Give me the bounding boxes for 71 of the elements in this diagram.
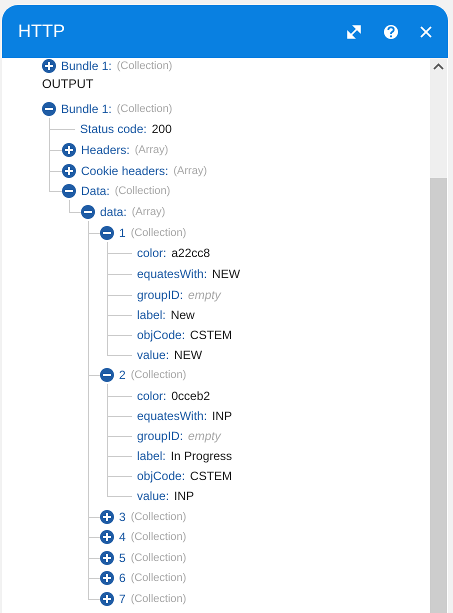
field-key: value: bbox=[137, 489, 170, 503]
field-type: (Array) bbox=[173, 165, 207, 177]
field-type: (Collection) bbox=[130, 369, 186, 381]
field-value: empty bbox=[188, 429, 221, 443]
field-key: 1 bbox=[119, 226, 126, 240]
field-value: empty bbox=[188, 288, 221, 302]
field-key: 5 bbox=[119, 551, 126, 565]
tree-connector-line bbox=[69, 200, 82, 213]
tree-row bbox=[100, 590, 186, 608]
field-type: (Collection) bbox=[114, 185, 170, 197]
field-key: equatesWith: bbox=[137, 409, 208, 423]
field-value: a22cc8 bbox=[171, 246, 210, 260]
tree-row bbox=[42, 57, 172, 75]
tree-row bbox=[100, 366, 186, 384]
tree-connector-line bbox=[49, 118, 62, 192]
tree-row bbox=[81, 203, 166, 221]
tree-connector-line bbox=[107, 242, 132, 356]
tree-row bbox=[100, 508, 186, 526]
tree-row bbox=[100, 224, 186, 242]
field-value: 0cceb2 bbox=[171, 389, 210, 403]
field-key: data: bbox=[100, 205, 127, 219]
field-type: (Collection) bbox=[130, 593, 186, 605]
field-value: In Progress bbox=[170, 449, 232, 463]
field-type: (Collection) bbox=[130, 511, 186, 523]
field-key: Bundle 1: bbox=[61, 102, 112, 116]
field-key: groupID: bbox=[137, 288, 184, 302]
field-value: INP bbox=[174, 489, 194, 503]
field-value: NEW bbox=[174, 348, 202, 362]
field-key: color: bbox=[137, 389, 166, 403]
field-type: (Collection) bbox=[130, 531, 186, 543]
field-type: (Collection) bbox=[116, 60, 172, 72]
field-key: Data: bbox=[81, 184, 110, 198]
field-key: label: bbox=[137, 449, 166, 463]
tree-connector-line bbox=[107, 384, 132, 497]
field-key: label: bbox=[137, 308, 166, 322]
field-type: (Collection) bbox=[130, 227, 186, 239]
field-key: 2 bbox=[119, 368, 126, 382]
tree-row bbox=[62, 162, 207, 180]
tree-row bbox=[42, 100, 172, 118]
tree-row bbox=[62, 182, 170, 200]
tree-row bbox=[100, 569, 186, 587]
field-key: Bundle 1: bbox=[61, 59, 112, 73]
section-heading: OUTPUT bbox=[42, 77, 94, 91]
field-key: objCode: bbox=[137, 469, 186, 483]
dialog-title: HTTP bbox=[18, 21, 65, 42]
field-type: (Collection) bbox=[130, 552, 186, 564]
field-key: 6 bbox=[119, 571, 126, 585]
field-value: 200 bbox=[152, 122, 172, 136]
field-key: Headers: bbox=[81, 143, 130, 157]
field-key: Status code: bbox=[80, 122, 147, 136]
field-key: Cookie headers: bbox=[81, 164, 168, 178]
field-key: objCode: bbox=[137, 328, 186, 342]
field-value: INP bbox=[212, 409, 232, 423]
field-type: (Collection) bbox=[130, 572, 186, 584]
tree-row bbox=[62, 141, 168, 159]
tree-row bbox=[100, 549, 186, 567]
field-type: (Array) bbox=[134, 144, 168, 156]
field-key: groupID: bbox=[137, 429, 184, 443]
field-type: (Array) bbox=[132, 206, 166, 218]
field-key: color: bbox=[137, 246, 166, 260]
field-value: New bbox=[170, 308, 195, 322]
field-key: value: bbox=[137, 348, 170, 362]
field-type: (Collection) bbox=[116, 103, 172, 115]
field-key: 3 bbox=[119, 510, 126, 524]
field-key: 4 bbox=[119, 530, 126, 544]
tree-row bbox=[100, 528, 186, 546]
field-value: NEW bbox=[212, 267, 240, 281]
field-value: CSTEM bbox=[190, 469, 232, 483]
field-key: 7 bbox=[119, 592, 126, 606]
field-value: CSTEM bbox=[190, 328, 232, 342]
field-key: equatesWith: bbox=[137, 267, 208, 281]
